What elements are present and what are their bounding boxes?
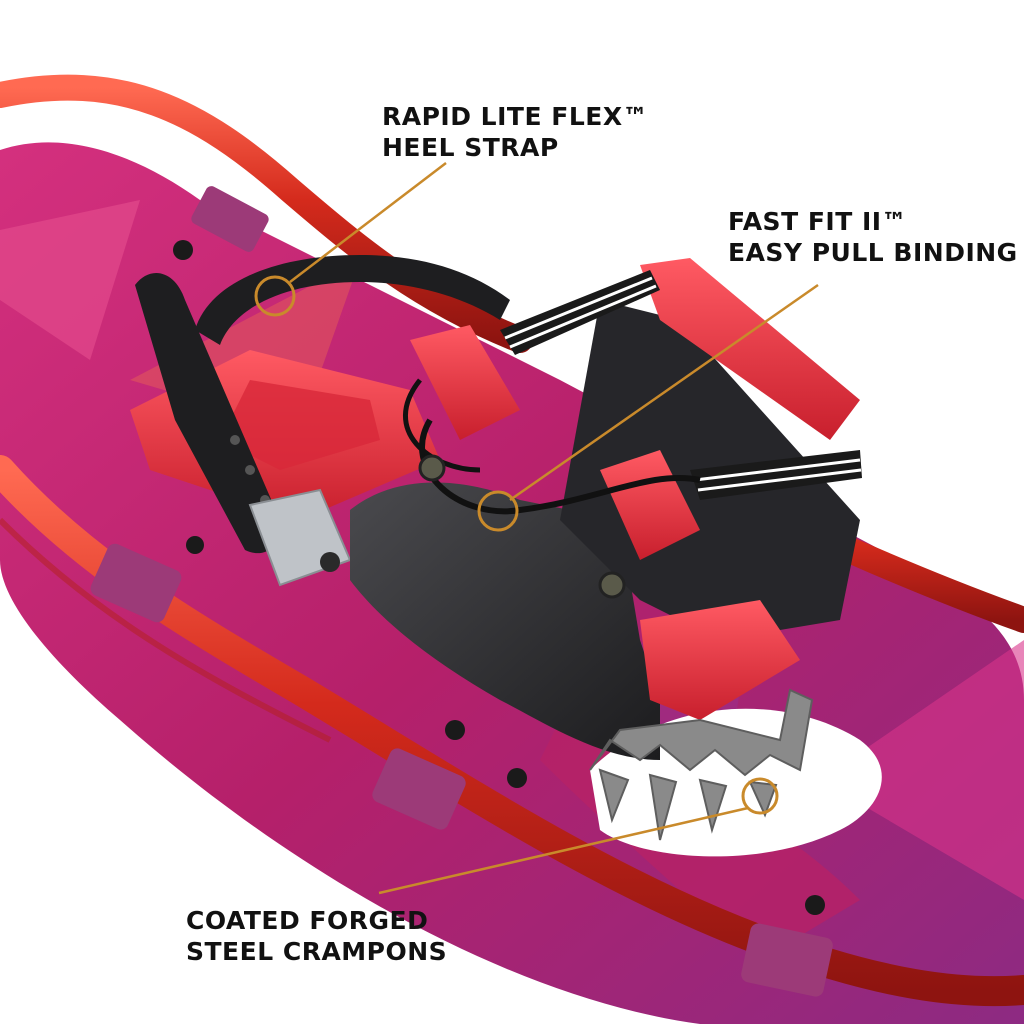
binding-callout-line1: FAST FIT II™ xyxy=(728,207,908,236)
crampons-callout-line2: STEEL CRAMPONS xyxy=(186,937,448,966)
callout-circles xyxy=(254,275,779,815)
callout-lines xyxy=(289,162,819,895)
crampons-callout-line1: COATED FORGED xyxy=(186,906,429,935)
binding-callout: FAST FIT II™ EASY PULL BINDING xyxy=(728,206,1018,268)
toe-plate xyxy=(640,600,800,720)
pull-cord-callout-circle xyxy=(477,490,519,532)
crampons xyxy=(589,688,814,841)
heel-strap-callout: RAPID LITE FLEX™ HEEL STRAP xyxy=(382,101,648,163)
crampons-callout: COATED FORGED STEEL CRAMPONS xyxy=(186,905,447,967)
heel-strap-callout-circle xyxy=(254,275,296,317)
deck-clips xyxy=(90,186,833,997)
heel-strap-callout-line1: RAPID LITE FLEX™ xyxy=(382,102,649,131)
crampon-callout-circle xyxy=(741,777,779,815)
heel-strap-callout-line2: HEEL STRAP xyxy=(382,133,559,162)
boot-shell xyxy=(350,258,862,760)
binding-callout-line2: EASY PULL BINDING xyxy=(728,238,1018,267)
